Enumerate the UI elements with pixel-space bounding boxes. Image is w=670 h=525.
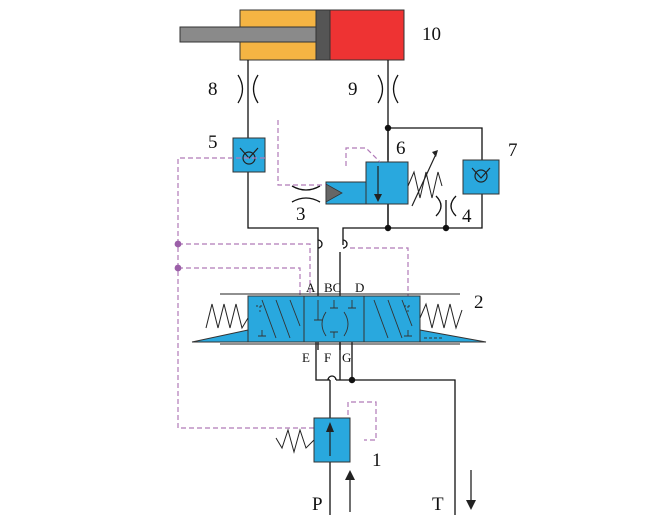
pressure-valve-1 — [275, 417, 351, 463]
port-p-label: P — [312, 494, 323, 515]
flow-in-arrow — [345, 470, 355, 512]
directional-valve-2 — [191, 293, 487, 345]
orifice-9 — [377, 74, 399, 104]
check-valve-7 — [462, 159, 500, 195]
label-7: 7 — [508, 140, 518, 161]
junction-dot — [384, 124, 392, 132]
label-5: 5 — [208, 132, 218, 153]
label-6: 6 — [396, 138, 406, 159]
pressure-valve-6 — [325, 150, 443, 207]
flow-out-arrow — [466, 470, 476, 510]
cylinder-piston — [315, 9, 331, 61]
label-2: 2 — [474, 292, 484, 313]
line-crossover — [327, 375, 337, 381]
junction-dot — [442, 224, 450, 232]
label-9: 9 — [348, 79, 358, 100]
port-a-label: A — [306, 280, 316, 295]
cylinder-cap-chamber — [329, 9, 405, 61]
port-g-label: G — [342, 350, 351, 365]
label-3: 3 — [296, 204, 306, 225]
junction-dot — [348, 376, 356, 384]
port-t-label: T — [432, 494, 444, 515]
port-e-label: E — [302, 350, 310, 365]
label-4: 4 — [462, 206, 472, 227]
orifice-3 — [291, 185, 321, 203]
junction-dot — [384, 224, 392, 232]
check-valve-5 — [232, 137, 266, 173]
orifice-4 — [435, 195, 457, 217]
pilot-lines — [177, 120, 409, 441]
label-10: 10 — [422, 24, 441, 45]
orifice-8 — [237, 74, 259, 104]
hydraulic-cylinder — [179, 9, 405, 61]
piston-rod-inner — [179, 26, 317, 43]
pilot-junction-dot — [174, 264, 182, 272]
label-8: 8 — [208, 79, 218, 100]
port-bc-label: BC — [324, 280, 341, 295]
port-d-label: D — [355, 280, 364, 295]
line-crossover — [317, 239, 323, 249]
label-1: 1 — [372, 450, 382, 471]
pilot-junction-dot — [174, 240, 182, 248]
line-crossover — [342, 239, 348, 249]
pressure-lines — [247, 60, 483, 515]
port-f-label: F — [324, 350, 331, 365]
